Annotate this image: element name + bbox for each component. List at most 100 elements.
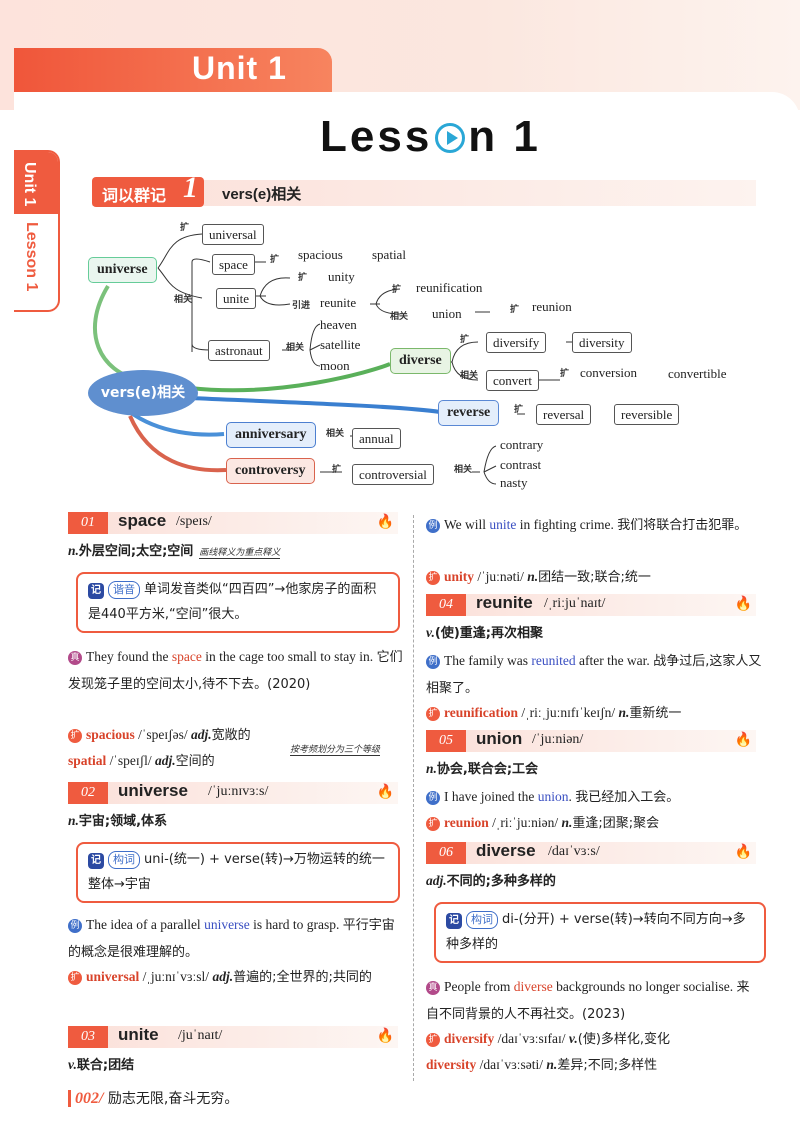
- entry-word: unite: [118, 1025, 159, 1044]
- note-text: di-(分开) + verse(转)→转向不同方向→多种多样的: [446, 912, 746, 952]
- ex-highlight: unite: [489, 517, 517, 532]
- example-icon: 例: [426, 655, 440, 669]
- side-tab: Unit 1 Lesson 1: [14, 150, 60, 312]
- footer-motto: 励志无限,奋斗无穷。: [107, 1091, 239, 1107]
- deriv-pos: adj.: [191, 727, 212, 742]
- node-astronaut: astronaut: [208, 340, 270, 361]
- tag-expand-1: 扩: [180, 223, 190, 233]
- ex-zh: 它们发现笼子里的空间太小,待不下去。(2020): [68, 650, 403, 692]
- node-space: space: [212, 254, 255, 275]
- memo-icon: 记: [446, 913, 462, 929]
- tag-expand-6: 扩: [460, 335, 470, 345]
- entry-02-header: 02 universe /ˈjuːnɪvɜːs/ 🔥: [68, 781, 398, 804]
- note-text: uni-(统一) + verse(转)→万物运转的统一整体→宇宙: [88, 852, 385, 892]
- ex-zh: 我已经加入工会。: [575, 790, 680, 805]
- deriv-ipa: /ˈjuːnəti/: [477, 569, 524, 584]
- lesson-title-pre: Less: [320, 112, 433, 161]
- fire-icon: 🔥: [376, 514, 394, 530]
- entry-ipa: /ˈjuːnɪvɜːs/: [208, 784, 269, 799]
- node-contrary: contrary: [500, 437, 544, 452]
- entry-ipa: /speɪs/: [176, 514, 212, 529]
- meaning: 联合;团结: [76, 1058, 135, 1073]
- tag-related-2: 相关: [390, 312, 409, 322]
- pos: n.: [68, 813, 79, 828]
- entry-05-meaning: n.协会,联合会;工会: [426, 756, 762, 783]
- side-tab-lesson: Lesson 1: [23, 222, 40, 292]
- memo-icon: 记: [88, 853, 104, 869]
- note-tag: 谐音: [108, 581, 140, 599]
- node-reversal: reversal: [536, 404, 592, 425]
- page-footer: 002/ 励志无限,奋斗无穷。: [68, 1088, 238, 1108]
- ex-en-2: in fighting crime.: [516, 517, 614, 532]
- deriv-pos: n.: [561, 815, 573, 830]
- deriv-ipa: /ˈspeɪʃəs/: [138, 727, 188, 742]
- entry-word: space: [118, 511, 167, 530]
- deriv-zh: 团结一致;联合;统一: [538, 570, 651, 585]
- mind-map-center: vers(e)相关: [88, 370, 198, 416]
- deriv-zh: 重逢;团聚;聚会: [572, 816, 660, 831]
- exam-icon: 真: [68, 651, 82, 665]
- meaning: 协会,联合会;工会: [436, 762, 539, 777]
- deriv-zh: 宽敞的: [211, 728, 251, 743]
- expand-icon: 扩: [68, 971, 82, 985]
- note-tag: 构词: [466, 911, 498, 929]
- expand-icon: 扩: [426, 707, 440, 721]
- node-convert: convert: [486, 370, 539, 391]
- entry-word: reunite: [476, 593, 533, 612]
- node-controversial: controversial: [352, 464, 434, 485]
- play-icon[interactable]: [435, 123, 466, 153]
- fire-icon: 🔥: [734, 844, 752, 860]
- entry-04-header: 04 reunite /ˌriːjuˈnaɪt/ 🔥: [426, 593, 756, 616]
- deriv-ipa: /ˌriːˌjuːnɪfɪˈkeɪʃn/: [521, 705, 616, 720]
- deriv-pos: adj.: [155, 753, 176, 768]
- ex-highlight: reunited: [531, 653, 576, 668]
- ex-en-1: People from: [444, 979, 514, 994]
- tag-expand-8: 扩: [514, 405, 524, 415]
- tag-related-4: 相关: [460, 371, 479, 381]
- ex-en-2: after the war.: [575, 653, 650, 668]
- section-badge-label: 词以群记: [102, 186, 167, 205]
- node-reverse: reverse: [438, 400, 500, 426]
- deriv-ipa: /ˌriːˈjuːniən/: [492, 815, 559, 830]
- ex-en-1: The family was: [444, 653, 532, 668]
- tag-expand-5: 扩: [510, 305, 520, 315]
- note-tag: 构词: [108, 851, 140, 869]
- unit-tab: [14, 48, 332, 92]
- node-reunion: reunion: [532, 299, 572, 314]
- pos: adj.: [426, 873, 447, 888]
- ex-en-1: We will: [444, 517, 490, 532]
- ex-en-2: is hard to grasp.: [249, 917, 340, 932]
- annotation: 画线释义为重点释义: [199, 548, 281, 559]
- expand-icon: 扩: [426, 1033, 440, 1047]
- deriv-zh: 空间的: [175, 754, 215, 769]
- fire-icon: 🔥: [376, 784, 394, 800]
- section-title: vers(e)相关: [222, 186, 302, 203]
- deriv-zh: 差异;不同;多样性: [557, 1058, 658, 1073]
- deriv-pos: adj.: [212, 969, 234, 984]
- expand-icon: 扩: [426, 817, 440, 831]
- entry-ipa: /ˌriːjuˈnaɪt/: [544, 596, 606, 611]
- ex-highlight: universe: [204, 917, 250, 932]
- node-controversy: controversy: [226, 458, 315, 484]
- meaning: 宇宙;领域,体系: [78, 814, 168, 829]
- node-conversion: conversion: [580, 365, 638, 380]
- example-icon: 例: [426, 519, 440, 533]
- unit-label: Unit 1: [192, 50, 287, 86]
- entry-03-meaning: v.联合;团结: [68, 1052, 404, 1079]
- deriv-word: reunification: [444, 705, 518, 720]
- entry-number: 01: [68, 512, 108, 534]
- meaning: 不同的;多种多样的: [446, 874, 556, 889]
- deriv-pos: n.: [618, 705, 630, 720]
- node-universe: universe: [88, 257, 157, 283]
- entry-01-header: 01 space /speɪs/ 🔥: [68, 511, 398, 534]
- entry-word: universe: [118, 781, 188, 800]
